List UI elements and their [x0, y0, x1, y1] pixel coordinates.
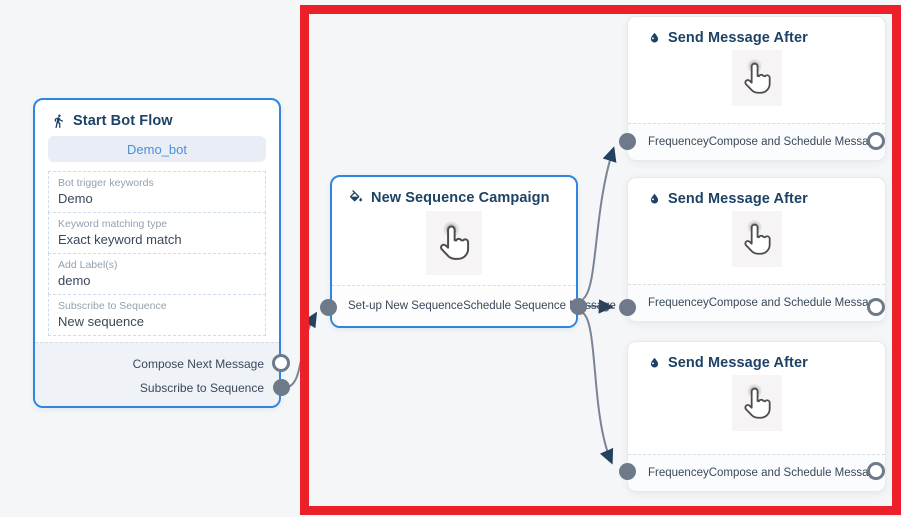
hand-cursor-icon[interactable]: [731, 50, 782, 106]
frequency-link[interactable]: Frequencey: [648, 297, 709, 309]
field-keyword-matching-type[interactable]: Keyword matching type Exact keyword matc…: [48, 212, 266, 254]
field-bot-trigger-keywords[interactable]: Bot trigger keywords Demo: [48, 171, 266, 213]
field-label: Bot trigger keywords: [58, 177, 154, 189]
send-node-footer: Frequencey Compose and Schedule Message: [628, 454, 885, 491]
port-sequence-output[interactable]: [569, 297, 587, 315]
connector-sequence-to-send-3: [582, 312, 614, 465]
bot-name-button[interactable]: Demo_bot: [48, 136, 266, 162]
port-send-3-compose[interactable]: [867, 462, 885, 480]
field-label: Add Label(s): [58, 259, 118, 271]
send-node-header: Send Message After: [628, 17, 885, 50]
field-label: Subscribe to Sequence: [58, 300, 167, 312]
field-value: demo: [58, 273, 91, 288]
output-compose-next-message: Compose Next Message: [132, 357, 264, 371]
compose-schedule-message-link[interactable]: Compose and Schedule Message: [708, 136, 882, 148]
port-compose-next-message[interactable]: [272, 354, 290, 372]
port-sequence-input[interactable]: [319, 298, 337, 316]
paint-bucket-icon: [348, 190, 364, 206]
port-send-1-compose[interactable]: [867, 132, 885, 150]
water-drop-icon: [648, 355, 661, 371]
send-node-footer: Frequencey Compose and Schedule Message: [628, 123, 885, 160]
sequence-node-header: New Sequence Campaign: [332, 177, 576, 210]
port-subscribe-to-sequence[interactable]: [272, 378, 290, 396]
send-node-footer: Frequencey Compose and Schedule Message: [628, 284, 885, 321]
send-node-title: Send Message After: [668, 191, 808, 207]
send-node-header: Send Message After: [628, 342, 885, 375]
new-sequence-campaign-node[interactable]: New Sequence Campaign Set-up New Sequenc…: [330, 175, 616, 328]
walking-person-icon: [51, 113, 66, 129]
field-label: Keyword matching type: [58, 218, 168, 230]
compose-schedule-message-link[interactable]: Compose and Schedule Message: [708, 467, 882, 479]
output-subscribe-to-sequence: Subscribe to Sequence: [139, 381, 264, 395]
frequency-link[interactable]: Frequencey: [648, 467, 709, 479]
water-drop-icon: [648, 191, 661, 207]
sequence-node-title: New Sequence Campaign: [371, 190, 550, 206]
send-node-title: Send Message After: [668, 355, 808, 371]
field-value: New sequence: [58, 314, 144, 329]
connector-start-to-sequence: [283, 311, 318, 389]
connector-sequence-to-send-1: [582, 146, 617, 300]
send-message-after-node-2[interactable]: Send Message After Frequencey Compose an…: [627, 177, 886, 322]
port-send-2-compose[interactable]: [867, 298, 885, 316]
start-node-fields: Bot trigger keywords Demo Keyword matchi…: [48, 171, 266, 336]
port-send-3-frequency[interactable]: [618, 462, 636, 480]
hand-cursor-icon[interactable]: [731, 211, 782, 267]
hand-cursor-icon[interactable]: [731, 375, 782, 431]
schedule-sequence-message-link[interactable]: Schedule Sequence Message: [463, 300, 616, 312]
start-node-header: Start Bot Flow: [35, 100, 279, 133]
water-drop-icon: [648, 30, 661, 46]
port-send-1-frequency[interactable]: [618, 132, 636, 150]
start-node-title: Start Bot Flow: [73, 113, 173, 129]
hand-cursor-icon[interactable]: [426, 211, 482, 275]
port-send-2-frequency[interactable]: [618, 298, 636, 316]
sequence-node-footer: Set-up New Sequence Schedule Sequence Me…: [332, 285, 616, 326]
start-bot-flow-node[interactable]: Start Bot Flow Demo_bot Bot trigger keyw…: [33, 98, 281, 408]
compose-schedule-message-link[interactable]: Compose and Schedule Message: [708, 297, 882, 309]
field-value: Demo: [58, 191, 93, 206]
start-node-footer: Compose Next Message Subscribe to Sequen…: [35, 342, 279, 406]
field-value: Exact keyword match: [58, 232, 182, 247]
send-message-after-node-3[interactable]: Send Message After Frequencey Compose an…: [627, 341, 886, 492]
send-node-header: Send Message After: [628, 178, 885, 211]
field-subscribe-to-sequence[interactable]: Subscribe to Sequence New sequence: [48, 294, 266, 336]
setup-new-sequence-link[interactable]: Set-up New Sequence: [348, 300, 464, 312]
connector-sequence-to-send-2: [587, 299, 614, 314]
send-node-title: Send Message After: [668, 30, 808, 46]
field-add-labels[interactable]: Add Label(s) demo: [48, 253, 266, 295]
send-message-after-node-1[interactable]: Send Message After Frequencey Compose an…: [627, 16, 886, 161]
frequency-link[interactable]: Frequencey: [648, 136, 709, 148]
